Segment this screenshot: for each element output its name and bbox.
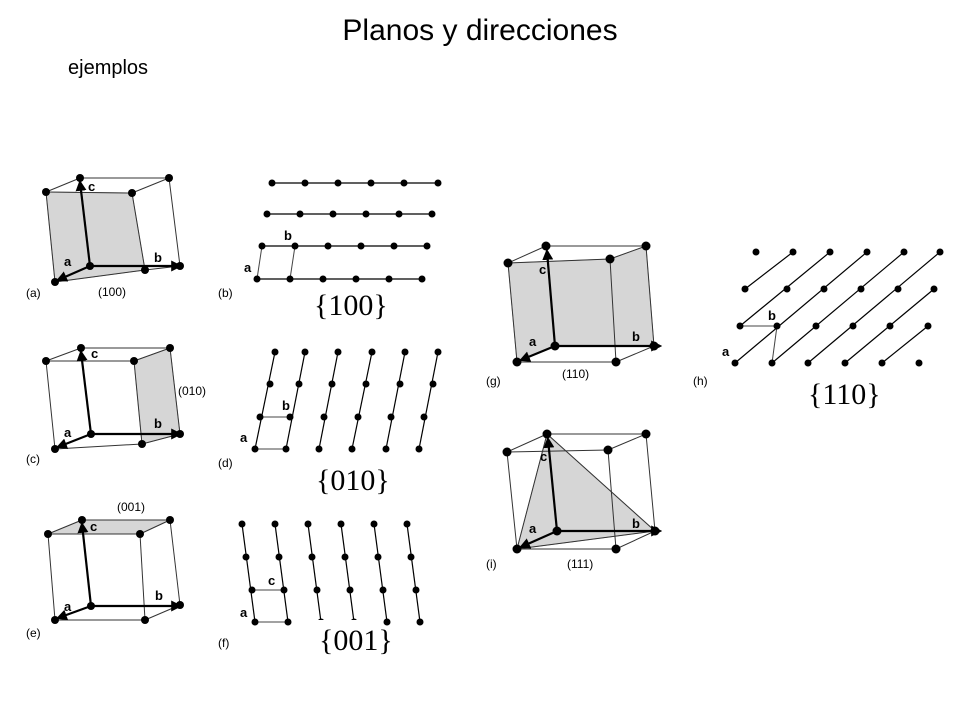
panel-tag: (a) (26, 286, 41, 300)
plane-family-label: {100} (314, 289, 388, 322)
plane-family-label: {110} (808, 378, 881, 411)
axis-c-label: c (540, 449, 547, 464)
plane-index-label: (111) (567, 557, 593, 571)
axis-b-label: b (632, 516, 640, 531)
axis-c-label: c (91, 346, 98, 361)
panel-e-cube: c a b (e) (001) (26, 500, 184, 640)
axis-b-label: b (282, 398, 290, 413)
panel-tag: (h) (693, 374, 708, 388)
panel-i-cube: c a b (i) (111) (486, 429, 663, 571)
axis-a-label: a (64, 425, 72, 440)
axis-b-label: b (284, 228, 292, 243)
axis-c-label: c (90, 519, 97, 534)
panel-tag: (d) (218, 456, 233, 470)
axis-b-label: b (632, 329, 640, 344)
slide-subtitle: ejemplos (68, 57, 149, 79)
panel-tag: (e) (26, 626, 41, 640)
axis-b-label: b (155, 588, 163, 603)
axis-a-label: a (240, 605, 248, 620)
slide-title: Planos y direcciones (342, 14, 618, 47)
plane-100-face (45, 191, 146, 283)
axis-a-label: a (722, 344, 730, 359)
axis-b-label: b (154, 250, 162, 265)
panel-tag: (i) (486, 557, 497, 571)
plane-family-label: {010} (316, 464, 390, 497)
axis-c-label: c (88, 179, 95, 194)
panel-f-lattice: c a (f) {001} (218, 520, 424, 657)
panel-d-lattice: b a (d) {010} (218, 348, 442, 497)
panel-c-cube: c a b (c) (010) (26, 344, 206, 466)
panel-tag: (b) (218, 286, 233, 300)
panel-tag: (f) (218, 636, 229, 650)
axis-c-label: c (268, 573, 275, 588)
panel-tag: (g) (486, 374, 501, 388)
plane-index-label: (100) (98, 285, 126, 299)
plane-family-label: {001} (319, 624, 393, 657)
panel-a-cube: c a b (a) (100) (26, 174, 184, 300)
panel-g-cube: c a b (g) (110) (486, 241, 663, 388)
panel-h-lattice: b a (h) {110} (693, 248, 944, 411)
axis-b-label: b (154, 416, 162, 431)
panel-b-lattice: b a (b) {100} (218, 179, 442, 322)
axis-a-label: a (64, 254, 72, 269)
axis-b-label: b (768, 308, 776, 323)
plane-index-label: (010) (178, 384, 206, 398)
axis-a-label: a (240, 430, 248, 445)
axis-c-label: c (539, 262, 546, 277)
axis-a-label: a (529, 334, 537, 349)
plane-index-label: (001) (117, 500, 145, 514)
axis-a-label: a (64, 599, 72, 614)
plane-index-label: (110) (562, 367, 589, 381)
axis-a-label: a (244, 260, 252, 275)
panel-tag: (c) (26, 452, 40, 466)
axis-a-label: a (529, 521, 537, 536)
